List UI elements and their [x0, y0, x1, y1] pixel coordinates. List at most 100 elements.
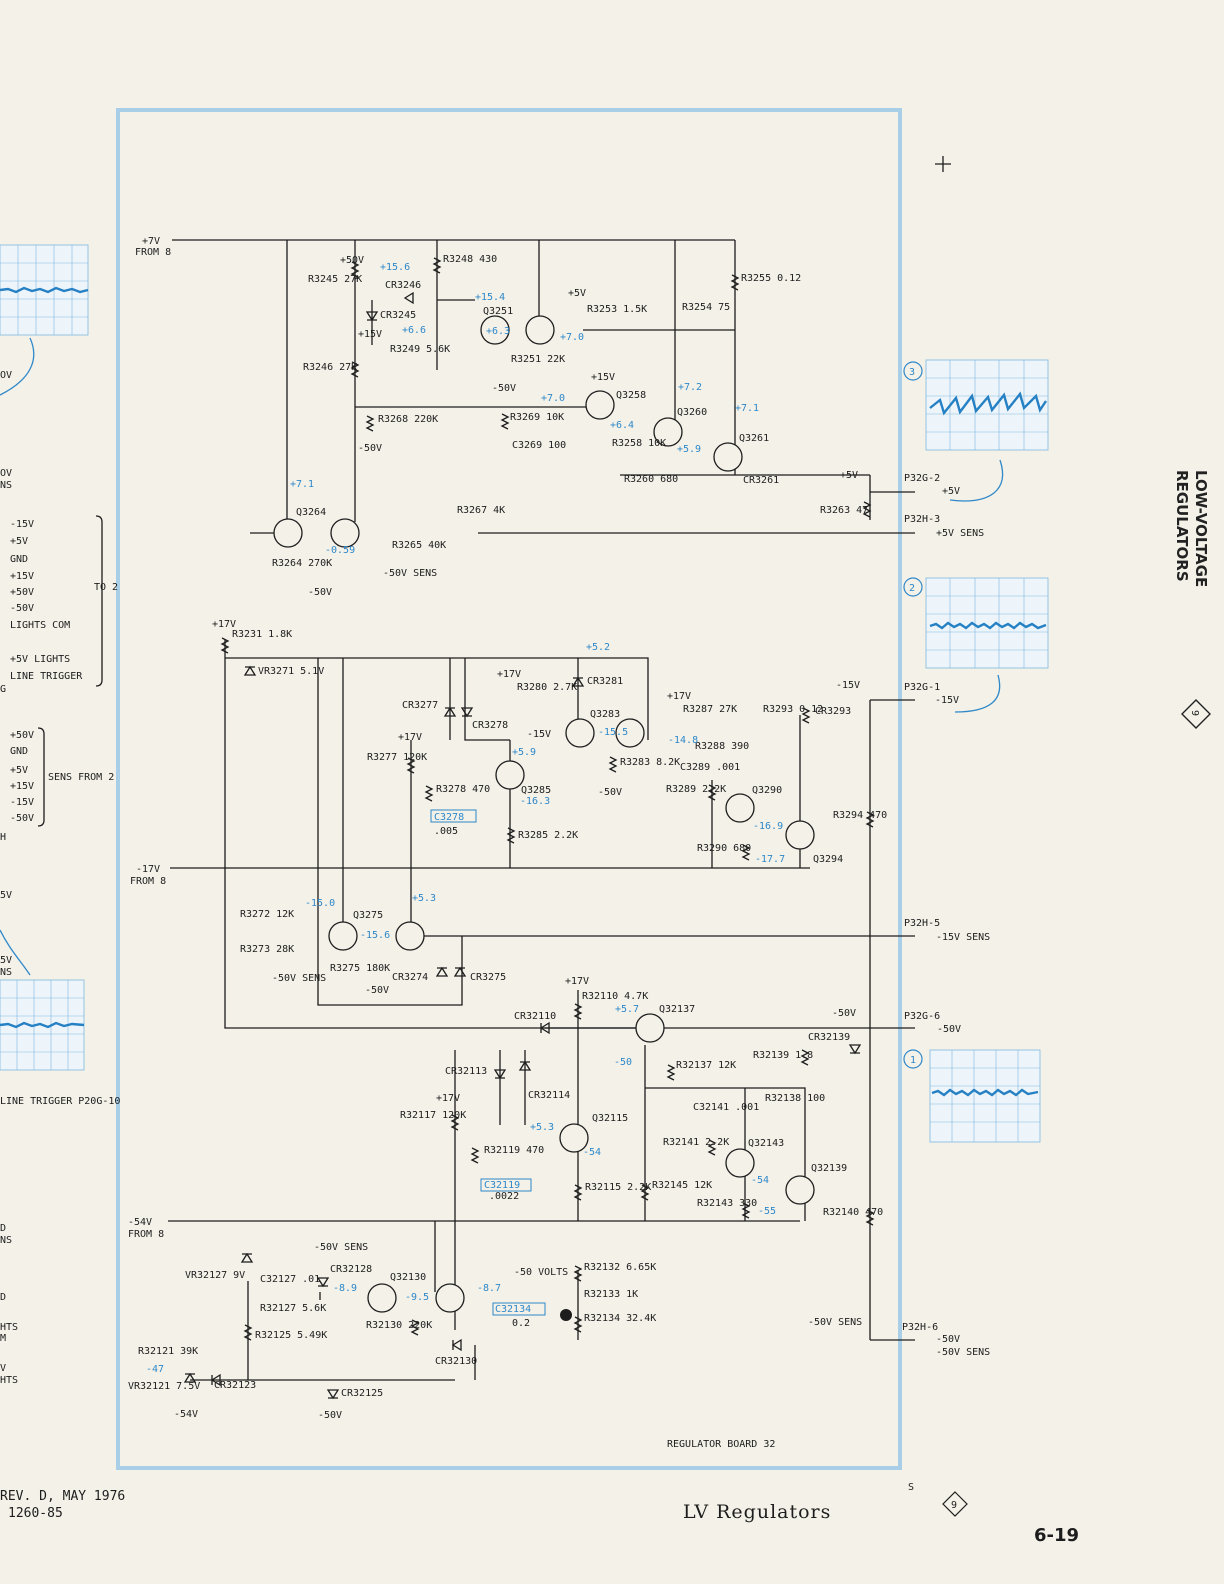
revision-date: REV. D, MAY 1976 — [0, 1489, 125, 1504]
svg-text:+17V: +17V — [667, 691, 691, 702]
small-mark: S — [908, 1482, 914, 1493]
svg-text:-8.9: -8.9 — [333, 1283, 357, 1294]
resistor-symbol — [730, 274, 740, 291]
resistor-symbol — [470, 1147, 480, 1164]
resistor-symbol — [741, 1202, 751, 1219]
svg-text:R32141 2.2K: R32141 2.2K — [663, 1137, 729, 1148]
svg-text:R3248 430: R3248 430 — [443, 254, 497, 265]
connector-pin-label: -50V SENS — [936, 1347, 990, 1358]
svg-text:Q3285: Q3285 — [521, 785, 551, 796]
resistor-symbol — [450, 1114, 460, 1131]
svg-text:FROM 8: FROM 8 — [130, 876, 166, 887]
diode-symbol — [460, 707, 474, 718]
svg-text:R32117 120K: R32117 120K — [400, 1110, 466, 1121]
diode-symbol — [403, 291, 414, 305]
scope-trace-left-1 — [0, 244, 89, 336]
diode-symbol — [539, 1021, 550, 1035]
svg-text:+17V: +17V — [398, 732, 422, 743]
svg-text:9: 9 — [951, 1500, 957, 1511]
transistor-symbol — [653, 417, 683, 447]
svg-text:CR3278: CR3278 — [472, 720, 508, 731]
resistor-symbol — [707, 784, 717, 801]
svg-text:-50V: -50V — [598, 787, 622, 798]
left-margin: OV OV NS -15V +5V GND +15V +50V -50V LIG… — [0, 244, 120, 1386]
margin-label: 5V — [0, 955, 12, 966]
svg-text:R3255 0.12: R3255 0.12 — [741, 273, 801, 284]
svg-text:C32141 .001: C32141 .001 — [693, 1102, 759, 1113]
margin-label: G — [0, 684, 6, 695]
sens-label: +50V — [10, 730, 34, 741]
resistor-symbol — [640, 1184, 650, 1201]
svg-text:-8.7: -8.7 — [477, 1283, 501, 1294]
svg-text:-15V: -15V — [527, 729, 551, 740]
svg-text:3: 3 — [909, 367, 915, 378]
svg-text:-50V: -50V — [318, 1410, 342, 1421]
svg-text:+17V: +17V — [212, 619, 236, 630]
svg-text:+7.1: +7.1 — [735, 403, 759, 414]
svg-text:R3245 27K: R3245 27K — [308, 274, 362, 285]
svg-text:-50 VOLTS: -50 VOLTS — [514, 1267, 568, 1278]
svg-text:R32140 470: R32140 470 — [823, 1207, 883, 1218]
transistor-symbol — [525, 315, 555, 345]
side-tab-diamond-icon: 9 — [1181, 699, 1211, 729]
svg-text:CR3246: CR3246 — [385, 280, 421, 291]
connector-pin-label: -50V — [936, 1334, 960, 1345]
transistor-symbol — [367, 1283, 397, 1313]
svg-text:-54V: -54V — [174, 1409, 198, 1420]
svg-text:FROM 8: FROM 8 — [135, 247, 171, 258]
svg-text:R3249 5.6K: R3249 5.6K — [390, 344, 450, 355]
svg-text:Q32139: Q32139 — [811, 1163, 847, 1174]
svg-text:Q32143: Q32143 — [748, 1138, 784, 1149]
svg-text:-50: -50 — [614, 1057, 632, 1068]
resistor-symbol — [506, 827, 516, 844]
transistor-symbol — [565, 718, 595, 748]
diode-symbol — [571, 676, 585, 687]
svg-text:Q3251: Q3251 — [483, 306, 513, 317]
connector-label: LIGHTS COM — [10, 620, 70, 631]
input-minus17v: -17V FROM 8 — [130, 864, 810, 887]
connector-label: LINE TRIGGER — [10, 671, 83, 682]
transistor-symbol — [273, 518, 303, 548]
resistor-symbol — [243, 1324, 253, 1341]
svg-text:R3287 27K: R3287 27K — [683, 704, 737, 715]
svg-text:R3253 1.5K: R3253 1.5K — [587, 304, 647, 315]
input-minus54v: -54V FROM 8 — [128, 1217, 800, 1240]
sens-label: -50V — [10, 813, 34, 824]
svg-text:CR3245: CR3245 — [380, 310, 416, 321]
svg-text:-47: -47 — [146, 1364, 164, 1375]
svg-text:+5.7: +5.7 — [615, 1004, 639, 1015]
svg-text:R3269 10K: R3269 10K — [510, 412, 564, 423]
resistor-symbol — [801, 707, 811, 724]
svg-text:+50V: +50V — [340, 255, 364, 266]
svg-text:+15V: +15V — [358, 329, 382, 340]
svg-text:-15.6: -15.6 — [360, 930, 390, 941]
svg-text:-50V: -50V — [308, 587, 332, 598]
svg-text:-16.9: -16.9 — [753, 821, 783, 832]
svg-text:Q3264: Q3264 — [296, 507, 326, 518]
svg-text:R3278 470: R3278 470 — [436, 784, 490, 795]
footer-diamond-icon: 9 — [942, 1491, 968, 1517]
transistor-symbol — [725, 793, 755, 823]
svg-text:-54: -54 — [751, 1175, 769, 1186]
transistor-symbol — [635, 1013, 665, 1043]
line-trigger-ref: LINE TRIGGER P20G-10 — [0, 1096, 120, 1107]
transistor-symbol — [615, 718, 645, 748]
margin-label: V — [0, 1363, 6, 1374]
svg-text:+15.6: +15.6 — [380, 262, 410, 273]
svg-text:R3267 4K: R3267 4K — [457, 505, 505, 516]
svg-text:CR32128: CR32128 — [330, 1264, 372, 1275]
svg-text:R32127 5.6K: R32127 5.6K — [260, 1303, 326, 1314]
margin-label: HTS — [0, 1322, 18, 1333]
svg-text:+7V: +7V — [142, 236, 160, 247]
svg-text:+5.9: +5.9 — [677, 444, 701, 455]
svg-text:Q3294: Q3294 — [813, 854, 843, 865]
transistor-symbol — [328, 921, 358, 951]
connector-pin: P32G-6 — [904, 1011, 940, 1022]
page-number: 6-19 — [1034, 1525, 1079, 1546]
margin-label: OV — [0, 468, 12, 479]
svg-text:Q3261: Q3261 — [739, 433, 769, 444]
margin-label: NS — [0, 1235, 12, 1246]
svg-text:Q3275: Q3275 — [353, 910, 383, 921]
margin-label: M — [0, 1333, 6, 1344]
svg-text:C3289 .001: C3289 .001 — [680, 762, 740, 773]
